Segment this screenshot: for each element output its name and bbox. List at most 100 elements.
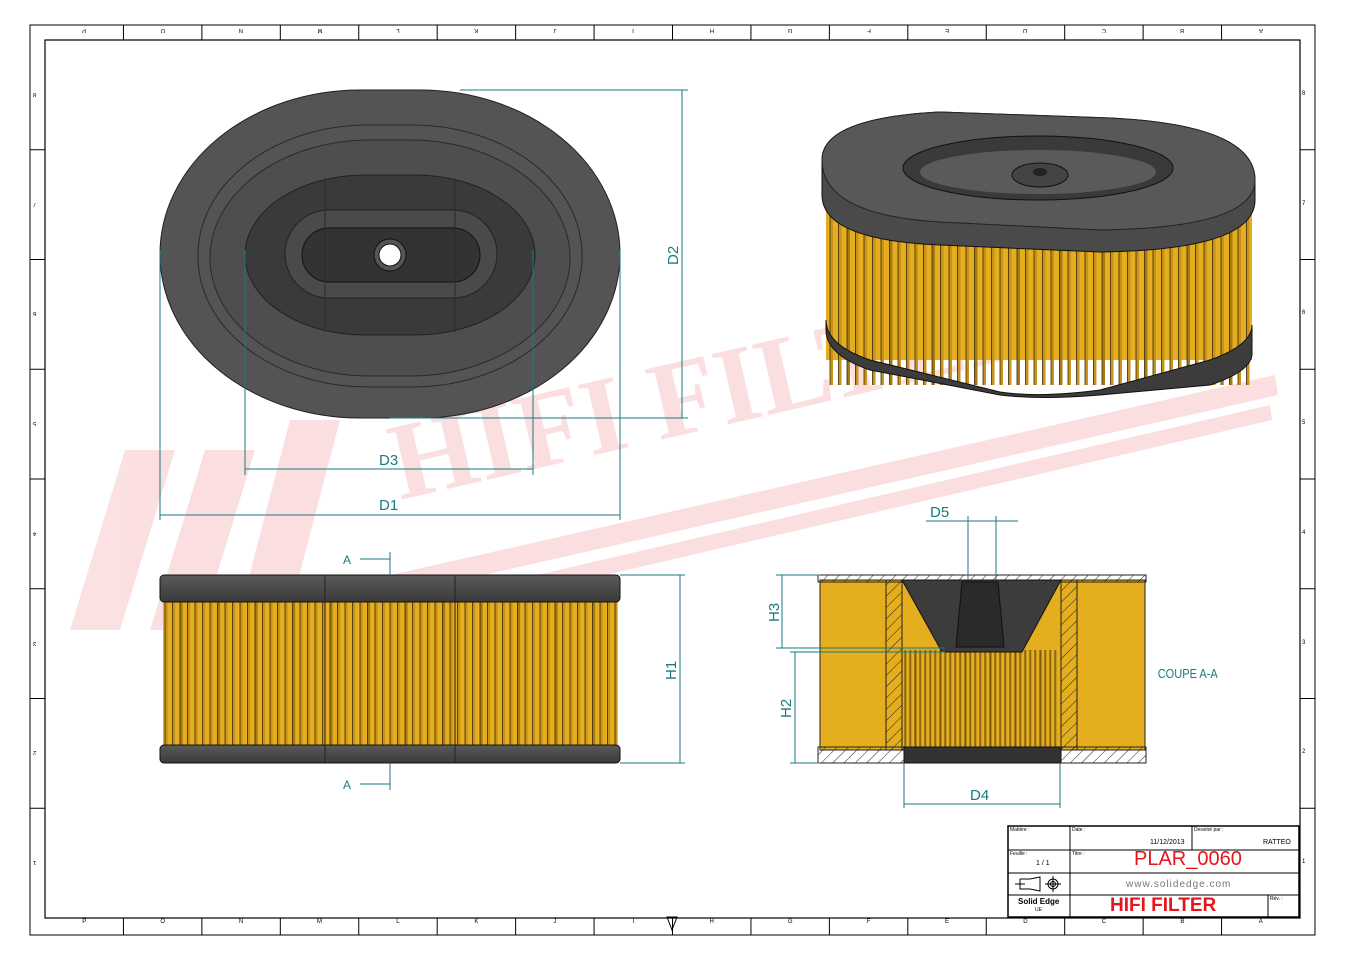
pleat [255, 602, 258, 746]
border-column-label: B [1180, 27, 1185, 33]
pleat [592, 602, 596, 746]
dimension-d2: D2 [665, 246, 682, 265]
pleat [225, 602, 228, 746]
pleat [180, 602, 183, 746]
pleat [1035, 650, 1037, 748]
border-column-label: O [160, 919, 165, 925]
website: www.solidedge.com [1126, 879, 1232, 890]
border-row-label: 6 [1302, 310, 1306, 317]
border-column-label: M [317, 919, 323, 925]
pleat [991, 200, 995, 385]
border-column-label: A [1258, 919, 1263, 925]
pleat [920, 650, 922, 748]
pleat [1076, 200, 1080, 385]
pleat [930, 650, 932, 748]
pleat [202, 602, 206, 746]
border-row-label: 1 [33, 859, 37, 866]
pleat [1195, 200, 1199, 385]
pleat [525, 602, 528, 746]
pleat [585, 602, 588, 746]
pleat [1144, 200, 1148, 385]
pleat [1051, 200, 1054, 385]
date-label: Date : [1072, 827, 1086, 833]
pleat [307, 602, 311, 746]
pleat [382, 602, 386, 746]
pleat [195, 602, 198, 746]
pleat [247, 602, 251, 746]
pleat [570, 602, 573, 746]
pleat [940, 200, 944, 385]
pleat [1020, 650, 1022, 748]
pleat [830, 200, 833, 385]
pleat [1153, 200, 1156, 385]
pleat [985, 650, 987, 748]
pleat [172, 602, 176, 746]
dimension-h1: H1 [663, 661, 680, 680]
pleat [1055, 650, 1057, 748]
pleat [600, 602, 603, 746]
border-column-label: K [474, 27, 479, 33]
pleat [1015, 650, 1017, 748]
material-label: Matière : [1010, 827, 1030, 833]
border-row-label: 2 [33, 749, 37, 756]
pleat [1010, 650, 1012, 748]
border-column-label: J [553, 27, 557, 33]
pleat [881, 200, 884, 385]
border-column-label: F [866, 27, 871, 33]
pleat [1008, 200, 1012, 385]
pleat [532, 602, 536, 746]
border-column-label: F [866, 919, 871, 925]
pleat [330, 602, 333, 746]
pleat [322, 602, 326, 746]
pleat [925, 650, 927, 748]
dimension-d3: D3 [379, 452, 398, 469]
border-ticks [30, 25, 1315, 935]
pleat [838, 200, 842, 385]
pleat [905, 650, 907, 748]
dimension-h2: H2 [778, 699, 795, 718]
pleat [450, 602, 453, 746]
border-row-label: 4 [33, 529, 37, 536]
pleat [390, 602, 393, 746]
pleat [1119, 200, 1122, 385]
pleat [1246, 200, 1250, 385]
pleat [949, 200, 952, 385]
pleat [1170, 200, 1173, 385]
pleat [1161, 200, 1165, 385]
pleat [427, 602, 431, 746]
pleat [990, 650, 992, 748]
pleat [352, 602, 356, 746]
border-row-label: 3 [33, 639, 37, 646]
pleat [345, 602, 348, 746]
border-row-label: 6 [33, 310, 37, 317]
pleat [540, 602, 543, 746]
drawer-label: Dessiné par : [1194, 827, 1224, 833]
pleat [435, 602, 438, 746]
pleat [367, 602, 371, 746]
pleat [1136, 200, 1139, 385]
section-marker-top: A [343, 553, 351, 567]
border-column-label: B [1180, 919, 1185, 925]
pleat [915, 200, 918, 385]
section-marker-bottom: A [343, 778, 351, 792]
pleat [915, 650, 917, 748]
dimension-d1: D1 [379, 497, 398, 514]
border-row-label: 5 [33, 420, 37, 427]
pleat [1187, 200, 1190, 385]
border-column-label: N [238, 27, 244, 33]
border-row-label: 4 [1302, 529, 1306, 536]
pleat [547, 602, 551, 746]
pleat [457, 602, 461, 746]
center-mark-icon [666, 916, 678, 932]
pleat [1040, 650, 1042, 748]
pleat [1025, 650, 1027, 748]
pleat [1085, 200, 1088, 385]
dimension-d5: D5 [930, 504, 949, 521]
pleat [615, 602, 618, 746]
border-column-label: P [82, 919, 87, 925]
pleat [495, 602, 498, 746]
border-column-label: E [945, 919, 950, 925]
pleat [210, 602, 213, 746]
pleat [240, 602, 243, 746]
